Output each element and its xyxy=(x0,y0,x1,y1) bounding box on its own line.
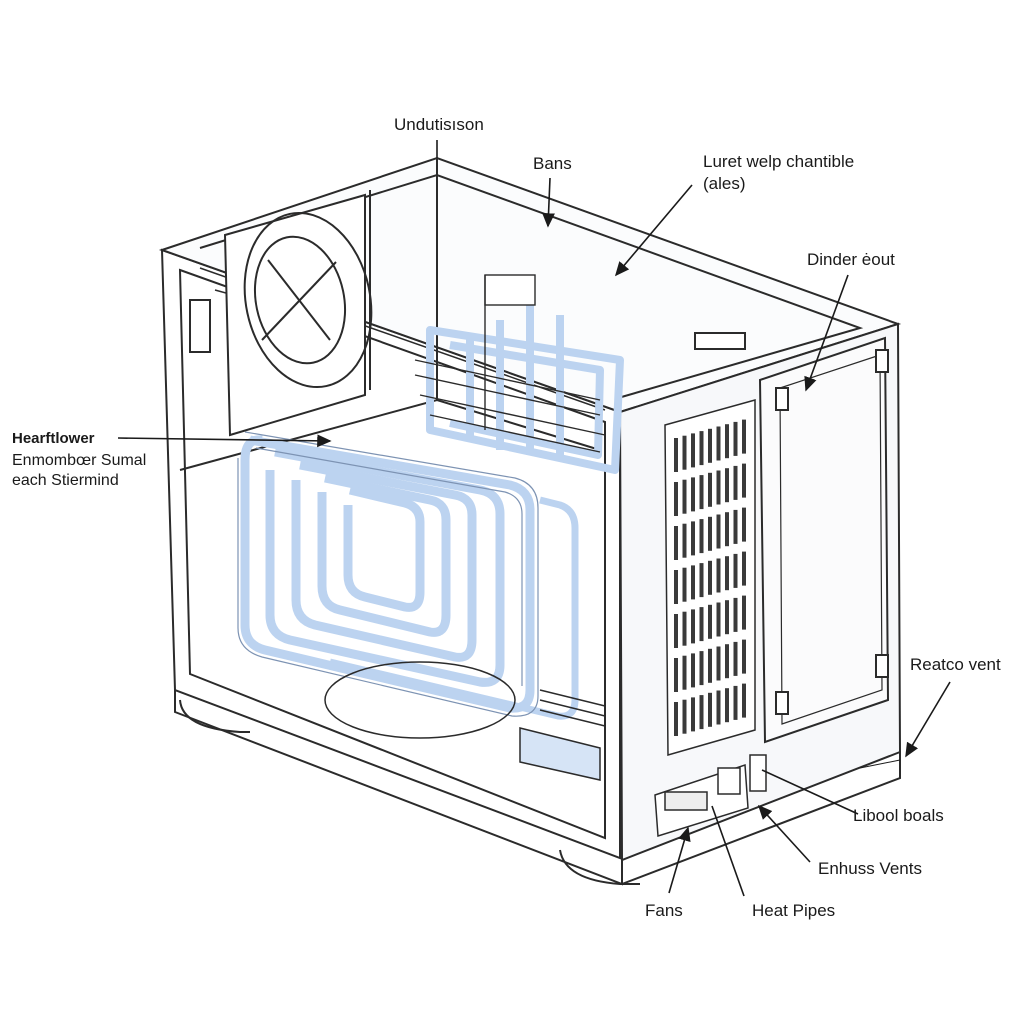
vent-slot xyxy=(699,651,704,686)
vent-slot xyxy=(691,609,695,644)
vent-slot xyxy=(674,570,678,604)
vent-slot xyxy=(708,648,712,683)
vent-slot xyxy=(691,433,695,468)
vent-slot xyxy=(699,475,704,510)
vent-slot xyxy=(708,560,712,595)
vent-slot xyxy=(733,641,738,676)
heat-pipe-outlines xyxy=(237,431,539,717)
vent-slot xyxy=(742,463,746,498)
vent-slot xyxy=(708,472,712,507)
vent-slot xyxy=(725,468,729,503)
vent-slot xyxy=(674,526,678,560)
label-heartower: Hearftlower xyxy=(12,430,95,447)
vent-slot xyxy=(691,565,695,600)
vent-slot xyxy=(682,435,687,470)
vent-slot xyxy=(674,702,678,736)
vent-slot xyxy=(742,507,746,542)
vent-slot xyxy=(733,553,738,588)
vent-slot xyxy=(674,614,678,648)
vent-slot xyxy=(742,419,746,454)
vent-slot xyxy=(691,697,695,732)
label-libool-boals: Libool boals xyxy=(853,806,944,825)
vent-slot xyxy=(742,683,746,718)
vent-slot xyxy=(699,563,704,598)
label-enhuss-vents: Enhuss Vents xyxy=(818,859,922,878)
vent-slot xyxy=(725,644,729,679)
label-enmomber: Enmombœr Sumal xyxy=(12,452,147,469)
vent-slot xyxy=(733,421,738,456)
vent-slot xyxy=(716,426,721,461)
vent-slot xyxy=(716,558,721,593)
vent-slot xyxy=(674,658,678,692)
vent-slot xyxy=(725,512,729,547)
vent-slot xyxy=(742,551,746,586)
vent-slot xyxy=(733,509,738,544)
vent-slot xyxy=(691,521,695,556)
front-io-panel xyxy=(654,754,767,837)
vent-slot xyxy=(725,600,729,635)
vent-slot xyxy=(682,479,687,514)
vent-slot xyxy=(708,692,712,727)
vent-slot xyxy=(716,690,721,725)
vent-slot xyxy=(716,646,721,681)
vent-slot xyxy=(682,523,687,558)
vent-slot xyxy=(742,595,746,630)
vent-slot xyxy=(708,516,712,551)
vent-slot xyxy=(699,519,704,554)
label-bans: Bans xyxy=(533,154,572,173)
rear-fan xyxy=(189,193,373,437)
heat-pipe-coils xyxy=(240,435,579,720)
vent-slot xyxy=(691,477,695,512)
vent-slot xyxy=(708,604,712,639)
upper-radiator-fins xyxy=(414,274,606,453)
vent-slot xyxy=(682,655,687,690)
label-undutission: Undutisıson xyxy=(394,115,484,134)
upper-radiator xyxy=(426,300,624,474)
vent-slot xyxy=(708,428,712,463)
psu-block xyxy=(324,661,606,781)
leader-arrows xyxy=(117,140,951,897)
vent-slot xyxy=(699,431,704,466)
vent-slot xyxy=(674,438,678,472)
vent-slot xyxy=(699,695,704,730)
vent-slot xyxy=(733,685,738,720)
vent-slot xyxy=(716,602,721,637)
label-fans: Fans xyxy=(645,901,683,920)
vent-slot xyxy=(682,611,687,646)
label-dinder: Dinder ėout xyxy=(807,250,895,269)
vent-slot xyxy=(674,482,678,516)
label-luret-line2: (ales) xyxy=(703,174,746,193)
vent-slot xyxy=(733,597,738,632)
vent-slot xyxy=(725,556,729,591)
side-door-panel xyxy=(694,332,890,744)
vent-slot xyxy=(725,424,729,459)
label-each: each Stiermind xyxy=(12,472,119,489)
vent-slot xyxy=(682,567,687,602)
vent-slot xyxy=(725,688,729,723)
vent-slot xyxy=(716,470,721,505)
vent-slot xyxy=(716,514,721,549)
label-luret-line1: Luret welp chantible xyxy=(703,152,855,171)
side-vent-grille xyxy=(664,399,756,756)
vent-slot xyxy=(742,639,746,674)
vent-slot xyxy=(691,653,695,688)
label-reatco-vent: Reatco vent xyxy=(910,655,1001,674)
label-heat-pipes: Heat Pipes xyxy=(752,901,836,920)
vent-slot xyxy=(682,699,687,734)
vent-slot xyxy=(733,465,738,500)
vent-slot xyxy=(699,607,704,642)
